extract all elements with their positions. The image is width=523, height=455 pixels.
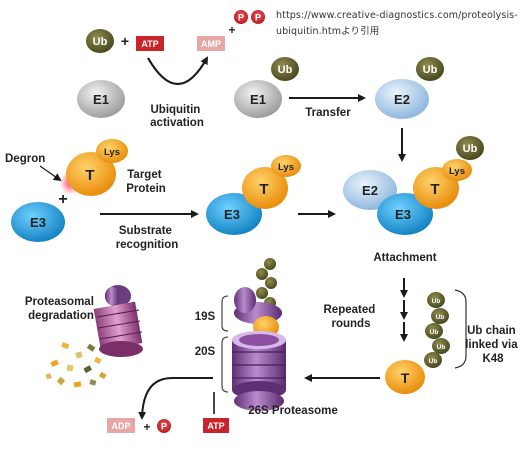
e3-ligase: E3	[11, 202, 65, 242]
e3-label: E3	[30, 215, 46, 230]
ub-chain-label: Ub chain linked via K48	[465, 325, 521, 365]
svg-text:Ub: Ub	[430, 329, 439, 336]
free-proteasome	[93, 285, 143, 357]
e2-label: E2	[394, 92, 410, 107]
target-label: T	[259, 181, 268, 198]
source-citation: https://www.creative-diagnostics.com/pro…	[276, 8, 518, 40]
e3-target-complex: E3 T Lys	[206, 155, 301, 235]
target-protein-label: Target Protein	[126, 169, 166, 195]
adp-badge: ADP	[107, 418, 135, 433]
target-protein: T Lys	[60, 139, 128, 196]
degron-pointer	[39, 165, 62, 182]
ubiquitin-activation-label: Ubiquitin activation	[150, 104, 204, 129]
phosphate-label: P	[255, 13, 261, 23]
20s-bracket	[221, 336, 229, 393]
source-line-1: https://www.creative-diagnostics.com/pro…	[276, 10, 518, 21]
amp-badge: AMP	[197, 36, 225, 51]
ub-label: Ub	[278, 64, 293, 76]
ub-chain-bracket	[454, 289, 467, 369]
e1-enzyme: E1	[77, 80, 125, 118]
svg-text:Ub: Ub	[429, 358, 438, 365]
lys-label: Lys	[104, 147, 120, 158]
ub-label: Ub	[93, 36, 108, 48]
target-label: T	[430, 181, 439, 198]
atp-badge: ATP	[203, 418, 229, 433]
e1-label: E1	[93, 92, 109, 107]
19s-bracket	[221, 295, 229, 332]
20s-label: 20S	[195, 346, 216, 358]
transfer-label: Transfer	[305, 107, 351, 119]
proteasome-26s	[232, 258, 286, 411]
atp-label: ATP	[207, 421, 224, 431]
attachment-label: Attachment	[373, 252, 436, 264]
degradation-arrow	[138, 377, 213, 420]
plus-sign: +	[228, 23, 235, 37]
repeated-rounds-label: Repeated rounds	[324, 304, 379, 330]
e3-label: E3	[224, 207, 240, 222]
activation-curve-arrow	[147, 56, 208, 86]
adp-label: ADP	[111, 421, 130, 431]
phosphate-label: P	[238, 13, 244, 23]
e2-label: E2	[362, 183, 378, 198]
svg-text:Ub: Ub	[436, 314, 445, 321]
phosphate-pair: P P	[234, 10, 265, 24]
atp-badge: ATP	[136, 36, 164, 51]
plus-sign: +	[58, 191, 67, 208]
e1-label: E1	[250, 92, 266, 107]
e3-label: E3	[395, 207, 411, 222]
target-label: T	[85, 167, 94, 184]
captured-ub-chain	[256, 258, 277, 309]
degron-label: Degron	[5, 153, 45, 165]
atp-label: ATP	[141, 39, 158, 49]
e1-ub-complex: E1 Ub	[234, 57, 299, 118]
proteasome-label: 26S Proteasome	[248, 405, 338, 417]
svg-text:Ub: Ub	[432, 298, 441, 305]
ub-molecule: Ub	[86, 29, 114, 53]
lys-label: Lys	[449, 166, 465, 177]
19s-label: 19S	[195, 311, 216, 323]
ub-label: Ub	[423, 64, 438, 76]
source-line-2: ubiquitin.htmより引用	[276, 26, 380, 37]
phosphate: P	[157, 419, 171, 433]
plus-sign: +	[121, 33, 129, 49]
phosphate-label: P	[161, 422, 167, 432]
e2-ub-complex: E2 Ub	[375, 57, 444, 119]
proteasomal-degradation-label: Proteasomal degradation	[25, 296, 97, 322]
polyubiquitinated-target: Ub Ub Ub Ub Ub T	[385, 292, 450, 394]
ub-label: Ub	[463, 143, 478, 155]
peptide-fragments	[45, 342, 107, 388]
target-label: T	[401, 370, 410, 386]
lys-label: Lys	[278, 162, 294, 173]
substrate-recognition-label: Substrate recognition	[116, 225, 179, 251]
plus-sign: +	[143, 420, 150, 434]
e2-e3-target-ub-complex: E2 E3 T Lys Ub	[343, 136, 484, 235]
svg-text:Ub: Ub	[437, 344, 446, 351]
amp-label: AMP	[201, 39, 221, 49]
